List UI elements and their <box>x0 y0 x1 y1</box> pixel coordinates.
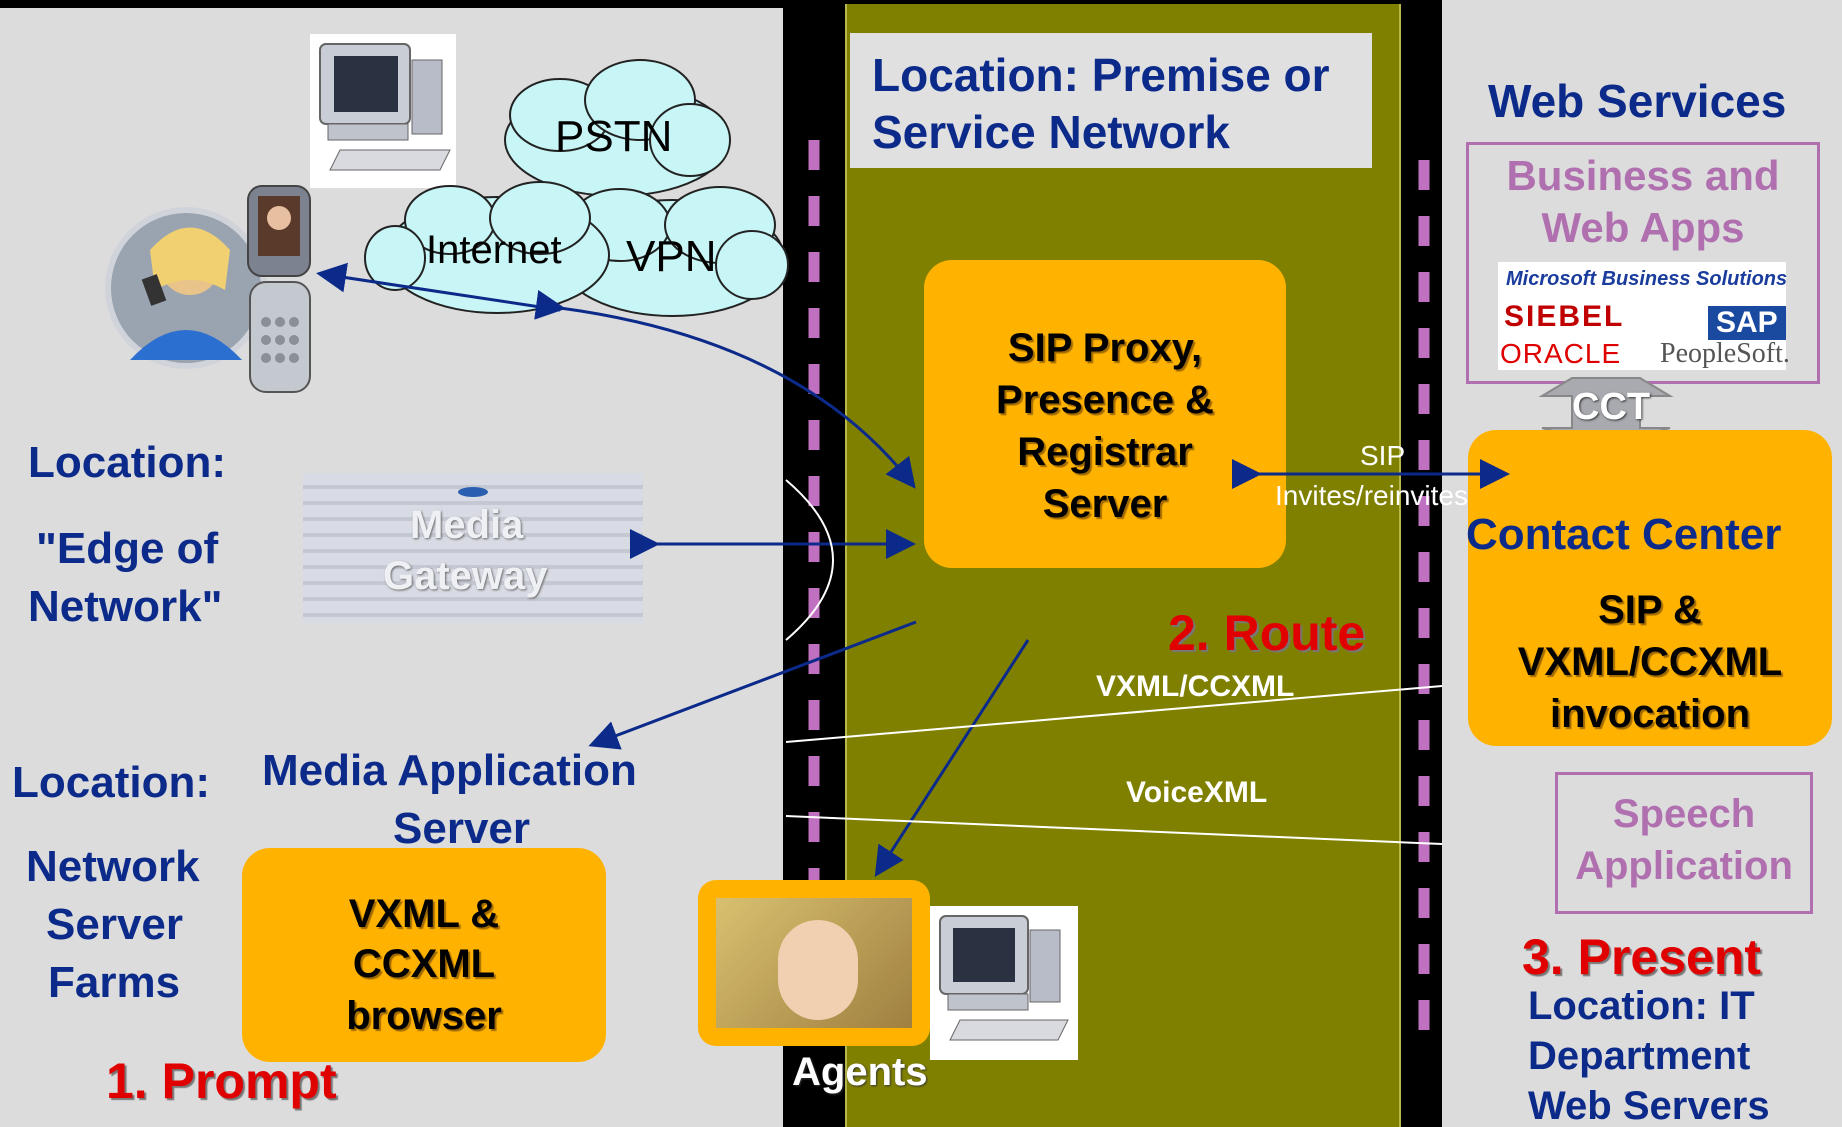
vpn-label: VPN <box>626 232 717 281</box>
voicexml-line <box>785 815 1443 845</box>
logo-siebel: SIEBEL <box>1504 300 1625 333</box>
media-gateway <box>303 473 643 623</box>
edge-name-line1: "Edge of <box>36 524 219 573</box>
browser-line2: CCXML <box>352 942 496 986</box>
web-services-title: Web Services <box>1488 75 1787 127</box>
farm-location-label: Location: <box>12 758 210 807</box>
speech-line1: Speech <box>1612 792 1756 836</box>
logo-sap: SAP <box>1708 306 1786 340</box>
farm-line2: Server <box>46 900 184 949</box>
vxml-browser-box <box>242 848 606 1062</box>
cc-line1: SIP & <box>1598 588 1702 632</box>
it-location-line3: Web Servers <box>1528 1084 1770 1127</box>
farm-line3: Farms <box>48 958 181 1007</box>
gateway-label-line2: Gateway <box>383 554 548 598</box>
sip-proxy-box <box>924 260 1286 568</box>
sip-line2: Presence & <box>996 378 1214 422</box>
it-location-line2: Department <box>1528 1034 1751 1078</box>
logo-microsoft: Microsoft Business Solutions <box>1506 268 1788 290</box>
apps-line2: Web Apps <box>1541 204 1745 251</box>
vpn-cloud-icon <box>559 186 789 317</box>
edge-location-label: Location: <box>28 438 226 487</box>
cc-line2: VXML/CCXML <box>1517 640 1783 684</box>
pstn-label: PSTN <box>555 112 673 161</box>
sip-line1: SIP Proxy, <box>1007 326 1203 370</box>
speech-application-box <box>1555 772 1813 914</box>
speech-line2: Application <box>1575 844 1793 888</box>
pstn-cloud-icon <box>504 59 731 197</box>
it-location-line1: Location: IT <box>1528 984 1755 1028</box>
step1-prompt: 1. Prompt <box>106 1053 337 1109</box>
cct-label: CCT <box>1572 386 1651 428</box>
browser-line1: VXML & <box>348 892 500 936</box>
apps-line1: Business and <box>1506 152 1780 199</box>
sip-to-agent-arrow <box>874 639 1030 878</box>
contact-center-title: Contact Center <box>1466 510 1782 559</box>
contact-center-box <box>1468 430 1832 746</box>
browser-line3: browser <box>346 994 502 1038</box>
internet-label: Internet <box>426 228 562 272</box>
logo-oracle: ORACLE <box>1500 338 1622 369</box>
vxml-ccxml-label: VXML/CCXML <box>1096 670 1295 703</box>
location-premise-line2: Service Network <box>872 106 1230 158</box>
agent-photo-frame <box>698 880 930 1046</box>
step3-present: 3. Present <box>1522 929 1762 985</box>
agents-label: Agents <box>792 1050 928 1094</box>
phone-to-sip-arrow <box>534 289 916 489</box>
internet-cloud-icon <box>364 181 610 314</box>
step2-route: 2. Route <box>1168 605 1366 661</box>
vxml-ccxml-line <box>785 685 1443 743</box>
location-premise-box <box>850 33 1372 168</box>
farm-line1: Network <box>26 842 200 891</box>
logo-peoplesoft: PeopleSoft. <box>1660 338 1790 369</box>
curved-line <box>785 479 834 641</box>
gateway-logo-icon <box>458 487 488 497</box>
edge-name-line2: Network" <box>28 582 223 631</box>
media-app-server-line2: Server <box>393 804 531 853</box>
voicexml-label: VoiceXML <box>1126 776 1268 809</box>
location-premise-line1: Location: Premise or <box>872 49 1330 101</box>
sip-to-phone-arrow <box>316 262 561 312</box>
cc-line3: invocation <box>1549 692 1751 736</box>
gateway-label-line1: Media <box>410 503 524 547</box>
sip-line4: Server <box>1042 482 1168 526</box>
media-app-server-line1: Media Application <box>262 746 637 795</box>
sip-to-mas-arrow <box>588 620 917 750</box>
sip-line3: Registrar <box>1017 430 1193 474</box>
